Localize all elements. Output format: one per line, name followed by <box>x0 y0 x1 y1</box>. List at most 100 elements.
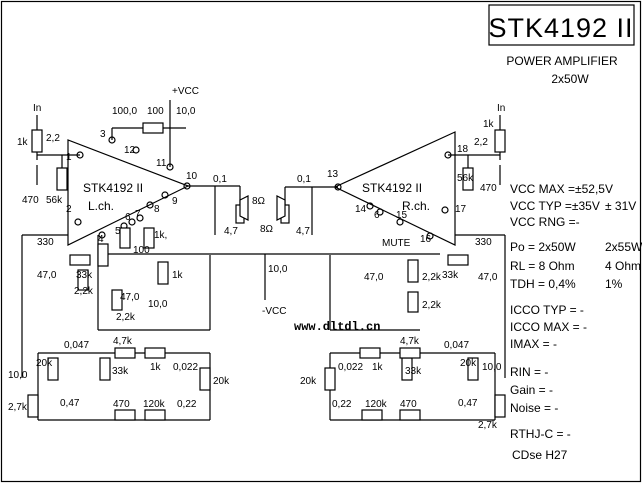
svg-text:470: 470 <box>22 195 39 206</box>
spec-label: ICCO MAX = - <box>510 320 587 334</box>
pin-6-right: 6 <box>374 210 380 221</box>
pin-2: 2 <box>66 204 72 215</box>
svg-text:2,2k: 2,2k <box>422 300 442 311</box>
svg-text:330: 330 <box>475 237 492 248</box>
svg-text:-VCC: -VCC <box>262 306 286 317</box>
svg-text:1k: 1k <box>172 270 184 281</box>
svg-text:47,0: 47,0 <box>120 292 140 303</box>
svg-text:56k: 56k <box>457 173 474 184</box>
svg-text:330: 330 <box>37 237 54 248</box>
svg-text:In: In <box>497 103 505 114</box>
svg-text:2,7k: 2,7k <box>478 420 498 431</box>
title-box <box>488 4 635 46</box>
svg-text:33k: 33k <box>76 270 93 281</box>
part-title: STK4192 II <box>488 13 633 43</box>
spec-label: RL = 8 Ohm <box>510 259 575 273</box>
svg-text:1k: 1k <box>150 362 162 373</box>
right-channel-label: R.ch. <box>402 199 430 213</box>
pin-15: 15 <box>396 210 408 221</box>
svg-text:0,1: 0,1 <box>213 174 227 185</box>
svg-text:0,1: 0,1 <box>297 174 311 185</box>
svg-text:10,0: 10,0 <box>268 264 288 275</box>
case-label: CDse H27 <box>512 448 568 462</box>
pin-18: 18 <box>457 144 469 155</box>
svg-text:10,0: 10,0 <box>176 106 196 117</box>
pin-4: 4 <box>98 234 104 245</box>
pin-8: 8 <box>154 204 160 215</box>
svg-text:2,2k: 2,2k <box>116 312 136 323</box>
svg-text:33k: 33k <box>405 366 422 377</box>
pin-12: 12 <box>124 145 136 156</box>
pin-16: 16 <box>420 234 432 245</box>
spec-label: IMAX = - <box>510 337 557 351</box>
svg-text:20k: 20k <box>36 358 53 369</box>
svg-text:2,7k: 2,7k <box>8 402 28 413</box>
svg-text:33k: 33k <box>442 270 459 281</box>
component-labels: In 1k 2,2 470 56k 100,0 100 +VCC 10,0 0,… <box>8 86 505 431</box>
pin-10: 10 <box>186 171 198 182</box>
spec-label: Gain = - <box>510 383 553 397</box>
spec-label: Po = 2x50W <box>510 240 576 254</box>
svg-text:8Ω: 8Ω <box>260 224 274 235</box>
svg-text:0,022: 0,022 <box>338 362 363 373</box>
svg-text:10,0: 10,0 <box>148 299 168 310</box>
svg-text:0,047: 0,047 <box>64 340 89 351</box>
svg-text:10,0: 10,0 <box>482 362 502 373</box>
spec-label: VCC TYP =±35V <box>510 199 600 213</box>
svg-text:120k: 120k <box>143 399 166 410</box>
svg-text:33k: 33k <box>112 366 129 377</box>
amp-type-label: POWER AMPLIFIER <box>506 54 618 68</box>
pin-9: 9 <box>172 196 178 207</box>
svg-text:47,0: 47,0 <box>478 272 498 283</box>
mute-label: MUTE <box>382 238 411 249</box>
pin-13: 13 <box>327 169 339 180</box>
svg-text:56k: 56k <box>46 195 63 206</box>
power-label: 2x50W <box>551 72 589 86</box>
pin-7: 7 <box>135 209 141 220</box>
svg-text:0,022: 0,022 <box>173 362 198 373</box>
svg-text:4,7k: 4,7k <box>113 336 133 347</box>
spec-label: RTHJ-C = - <box>510 427 571 441</box>
svg-text:2,2: 2,2 <box>46 133 60 144</box>
left-channel-label: L.ch. <box>88 199 114 213</box>
right-amp-triangle <box>333 131 456 246</box>
left-chip-label: STK4192 II <box>83 181 143 195</box>
svg-text:4,7k: 4,7k <box>400 336 420 347</box>
pin-6: 6 <box>125 212 131 223</box>
svg-text:4,7: 4,7 <box>296 226 310 237</box>
pin-3: 3 <box>100 129 106 140</box>
svg-text:20k: 20k <box>460 358 477 369</box>
pin-14: 14 <box>355 204 367 215</box>
svg-text:20k: 20k <box>300 376 317 387</box>
svg-text:0,22: 0,22 <box>177 399 197 410</box>
spec-label: ICCO TYP = - <box>510 303 584 317</box>
pin-5: 5 <box>115 226 121 237</box>
right-chip-label: STK4192 II <box>362 181 422 195</box>
svg-text:8Ω: 8Ω <box>252 196 266 207</box>
spec-label: Noise = - <box>510 401 558 415</box>
svg-text:0,47: 0,47 <box>60 398 80 409</box>
svg-text:0,047: 0,047 <box>444 340 469 351</box>
watermark: www.dltdl.cn <box>294 320 380 334</box>
spec-label: TDH = 0,4% <box>510 277 576 291</box>
wiring <box>21 100 506 421</box>
pin-17: 17 <box>455 204 467 215</box>
svg-text:100: 100 <box>147 106 164 117</box>
spec-alt-value: ± 31V <box>605 199 636 213</box>
svg-text:2,2k: 2,2k <box>74 286 94 297</box>
spec-alt-value: 4 Ohm <box>605 259 641 273</box>
pin-11: 11 <box>156 158 167 169</box>
svg-text:470: 470 <box>113 399 130 410</box>
svg-text:100: 100 <box>133 245 150 256</box>
svg-text:47,0: 47,0 <box>364 272 384 283</box>
svg-text:470: 470 <box>480 183 497 194</box>
svg-text:1k: 1k <box>483 119 495 130</box>
svg-text:47,0: 47,0 <box>37 270 57 281</box>
svg-text:4,7: 4,7 <box>224 226 238 237</box>
svg-text:10,0: 10,0 <box>8 370 28 381</box>
svg-text:100,0: 100,0 <box>112 106 137 117</box>
svg-text:20k: 20k <box>213 376 230 387</box>
